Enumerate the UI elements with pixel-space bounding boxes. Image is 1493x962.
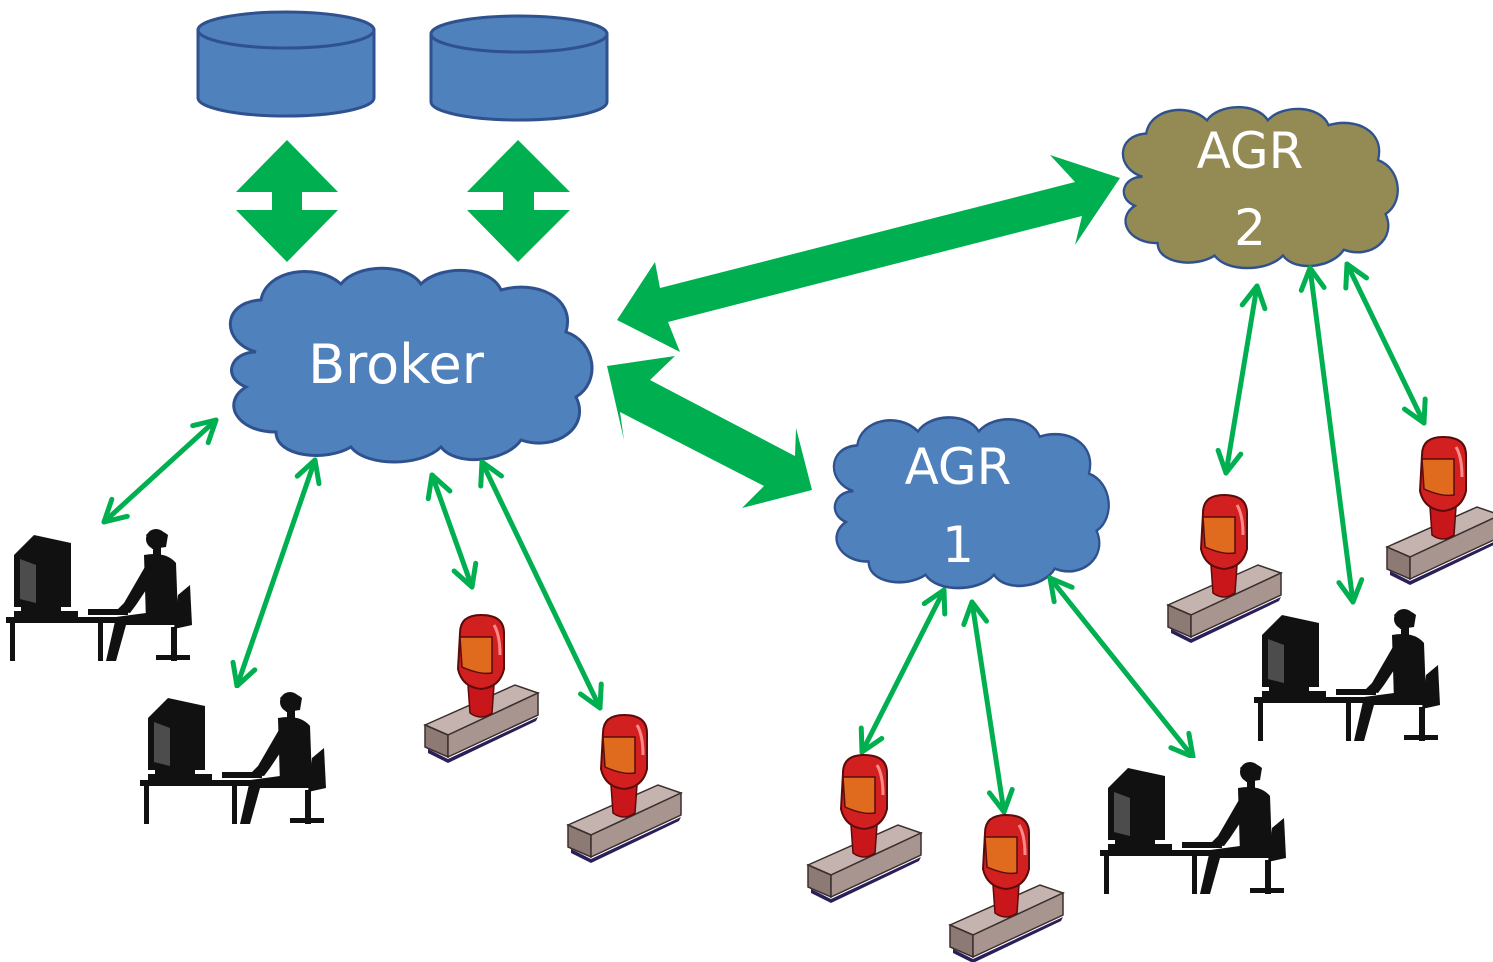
bidirectional-arrow-icon	[617, 155, 1120, 352]
agr1-label-line2: 1	[942, 516, 974, 574]
bidirectional-arrow-icon	[607, 356, 812, 508]
broker-label: Broker	[308, 333, 485, 396]
bidirectional-arrow-icon	[1298, 265, 1365, 605]
agr1-label-line1: AGR	[905, 438, 1012, 496]
bidirectional-arrow-icon	[1047, 575, 1196, 760]
bidirectional-arrow-icon	[478, 459, 604, 711]
bidirectional-arrow-icon	[236, 140, 338, 262]
workstation-user-icon	[1254, 605, 1444, 743]
database-icon	[429, 14, 609, 122]
rubber-stamp-icon	[806, 753, 923, 905]
bidirectional-arrow-icon	[425, 472, 479, 590]
workstation-user-icon	[1100, 758, 1290, 896]
workstation-user-icon	[6, 525, 196, 663]
rubber-stamp-icon	[566, 713, 683, 865]
agr2-label-line1: AGR	[1197, 122, 1304, 180]
agr2-cloud: AGR 2	[1121, 105, 1400, 270]
agr1-cloud: AGR 1	[832, 416, 1111, 590]
rubber-stamp-icon	[423, 613, 540, 765]
workstation-user-icon	[140, 688, 330, 826]
rubber-stamp-icon	[1385, 435, 1493, 587]
bidirectional-arrow-icon	[230, 457, 322, 689]
bidirectional-arrow-icon	[1343, 261, 1428, 426]
bidirectional-arrow-icon	[467, 140, 570, 262]
rubber-stamp-icon	[948, 813, 1065, 962]
bidirectional-arrow-icon	[101, 417, 219, 525]
bidirectional-arrow-icon	[858, 587, 948, 755]
bidirectional-arrow-icon	[961, 599, 1015, 815]
bidirectional-arrow-icon	[1215, 283, 1268, 476]
broker-cloud: Broker	[228, 266, 594, 464]
agr2-label-line2: 2	[1234, 199, 1266, 257]
database-icon	[196, 10, 376, 118]
